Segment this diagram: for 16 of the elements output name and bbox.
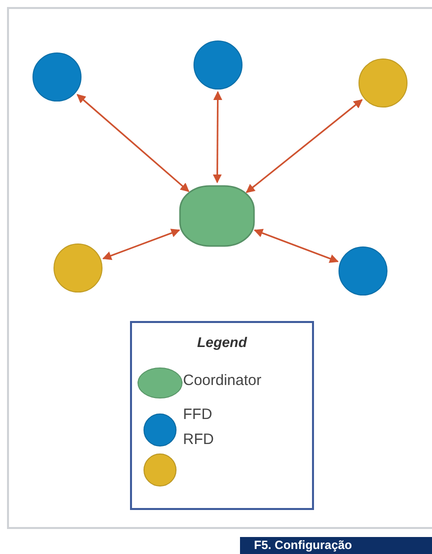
coordinator-node <box>179 185 255 247</box>
node-circle <box>54 244 102 292</box>
legend-label: RFD <box>183 431 214 448</box>
node-circle <box>338 246 388 296</box>
caption-bar: F5. Configuração <box>240 537 432 554</box>
legend-label: FFD <box>183 406 212 423</box>
double-arrow <box>102 228 180 260</box>
double-arrow <box>212 90 222 184</box>
legend-title: Legend <box>196 334 248 350</box>
double-arrow <box>246 99 363 193</box>
double-arrow <box>254 228 339 263</box>
node-circle <box>358 58 408 108</box>
double-arrow <box>76 94 190 192</box>
node-circle <box>32 52 82 102</box>
node-circle <box>194 40 242 90</box>
legend-label: Coordinator <box>183 372 262 389</box>
